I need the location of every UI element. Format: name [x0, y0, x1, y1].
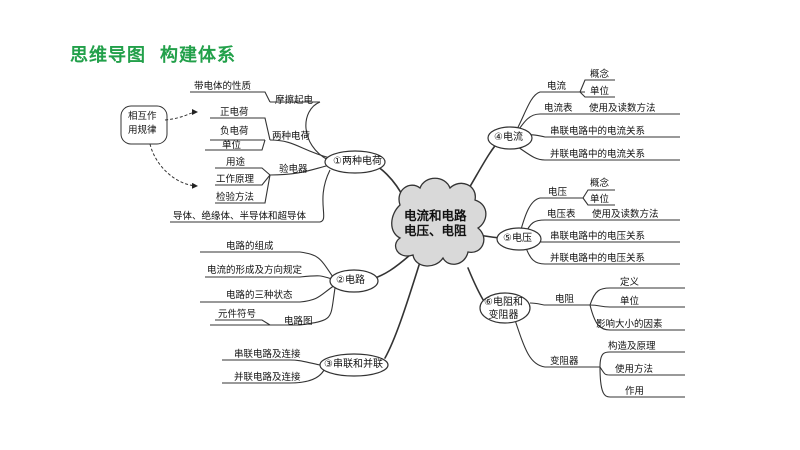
title-mind-map: 思维导图 [70, 45, 146, 66]
label-definition: 定义 [620, 277, 640, 288]
label-friction-prop: 带电体的性质 [194, 81, 252, 92]
interaction-arrow [149, 143, 198, 189]
node-label-series-parallel-topic: ③串联和并联 [324, 359, 383, 370]
label-current-unit: 单位 [590, 86, 610, 97]
label-current: 电流 [547, 81, 567, 92]
label-current-concept: 概念 [590, 69, 610, 80]
node-label-resistance-topic: ⑥电阻和 变阻器 [484, 296, 523, 322]
node-label-circuit-topic: ②电路 [336, 275, 365, 286]
node-label-current-topic: ④电流 [494, 132, 523, 143]
center-cloud [391, 177, 487, 267]
node-b2 [329, 269, 379, 293]
center-topic: 电流和电路 电压、电阻 [404, 208, 467, 238]
label-voltmeter: 电压表 [547, 209, 576, 220]
interaction-line-2: 用规律 [128, 125, 157, 136]
label-rheostat-function: 作用 [625, 386, 645, 397]
label-voltage-concept: 概念 [590, 178, 610, 189]
label-factors: 影响大小的因素 [596, 319, 663, 330]
interaction-arrow [164, 109, 198, 121]
label-unit: 单位 [222, 140, 242, 151]
label-use: 用途 [226, 157, 246, 168]
node-b3 [319, 353, 389, 377]
label-voltmeter-usage: 使用及读数方法 [592, 209, 659, 220]
center-line-1: 电流和电路 [404, 208, 467, 223]
label-composition: 电路的组成 [226, 241, 274, 252]
trunk-b6 [467, 267, 486, 304]
label-resistance-unit: 单位 [620, 296, 640, 307]
center-line-2: 电压、电阻 [404, 223, 467, 238]
page-title: 思维导图构建体系 [70, 41, 236, 67]
node-label-resistance-line-2: 变阻器 [488, 310, 519, 321]
node-b5 [496, 227, 542, 251]
label-two-charges: 两种电荷 [272, 131, 311, 142]
node-label-voltage-topic: ⑤电压 [503, 233, 532, 244]
interaction-label: 相互作 用规律 [128, 110, 157, 138]
node-b6 [479, 292, 531, 324]
label-materials: 导体、绝缘体、半导体和超导体 [173, 211, 307, 222]
label-voltage-series: 串联电路中的电压关系 [550, 231, 646, 242]
label-ammeter: 电流表 [544, 103, 573, 114]
node-b4 [487, 126, 533, 150]
interaction-line-1: 相互作 [128, 111, 157, 122]
label-current-parallel: 并联电路中的电流关系 [550, 149, 646, 160]
label-voltage: 电压 [548, 187, 568, 198]
label-diagram: 电路图 [284, 316, 313, 327]
title-build-system: 构建体系 [160, 45, 236, 66]
label-ammeter-usage: 使用及读数方法 [589, 103, 656, 114]
label-rheostat-usage: 使用方法 [615, 364, 654, 375]
label-voltage-unit: 单位 [590, 194, 610, 205]
label-series: 串联电路及连接 [234, 349, 301, 360]
label-electroscope: 验电器 [279, 164, 308, 175]
node-b1 [324, 150, 386, 174]
label-method: 检验方法 [216, 192, 255, 203]
label-positive: 正电荷 [220, 107, 249, 118]
label-structure: 构造及原理 [608, 341, 656, 352]
label-current-form: 电流的形成及方向规定 [207, 265, 303, 276]
label-principle: 工作原理 [216, 174, 255, 185]
label-resistance: 电阻 [555, 294, 575, 305]
label-negative: 负电荷 [220, 126, 249, 137]
label-voltage-parallel: 并联电路中的电压关系 [550, 253, 646, 264]
label-parallel: 并联电路及连接 [234, 372, 301, 383]
label-current-series: 串联电路中的电流关系 [550, 126, 646, 137]
node-label-two-charges-topic: ①两种电荷 [333, 156, 382, 167]
label-friction: 摩擦起电 [275, 95, 314, 106]
interaction-box [120, 105, 168, 145]
label-rheostat: 变阻器 [550, 356, 579, 367]
trunk-b3 [384, 261, 421, 359]
label-three-states: 电路的三种状态 [226, 290, 293, 301]
label-symbols: 元件符号 [218, 309, 257, 320]
node-label-resistance-line-1: ⑥电阻和 [484, 297, 523, 308]
